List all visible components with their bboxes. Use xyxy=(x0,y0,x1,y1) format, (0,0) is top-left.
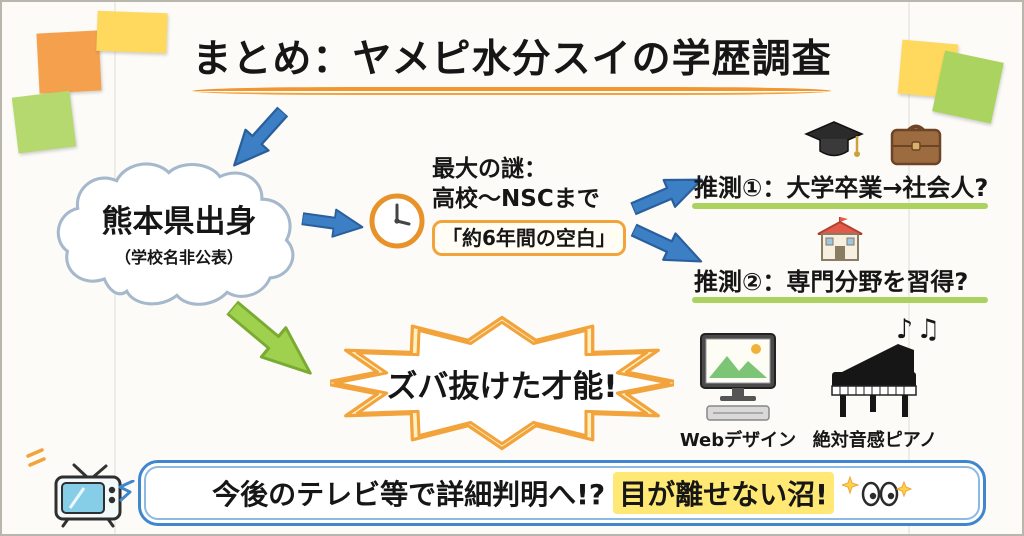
tv-icon xyxy=(48,462,128,528)
speculation-1: 推測①：大学卒業→社会人? xyxy=(694,174,989,202)
header: まとめ：ヤメピ水分スイの学歴調査 xyxy=(192,28,832,95)
sticky-note-yellow xyxy=(96,10,168,54)
cloud-shape-icon xyxy=(56,162,295,306)
footer-highlight: 目が離せない沼! xyxy=(613,472,834,514)
talent-burst: ズバ抜けた才能! xyxy=(330,308,674,458)
arrow-up-right-icon xyxy=(627,164,709,223)
music-notes-icon: ♪♫ xyxy=(896,314,944,345)
origin-text: 熊本県出身 （学校名非公表） xyxy=(56,166,302,298)
sticky-note-green xyxy=(932,50,1004,124)
sticky-note-orange xyxy=(36,30,102,94)
origin-line2: （学校名非公表） xyxy=(114,248,243,267)
speculation-2-underline xyxy=(692,297,988,303)
mystery-line1: 最大の謎： xyxy=(432,156,547,182)
emphasis-dashes-icon xyxy=(26,446,46,470)
starburst-icon xyxy=(330,315,674,451)
arrow-down-right-icon xyxy=(627,215,709,276)
origin-cloud: 熊本県出身 （学校名非公表） xyxy=(46,158,312,312)
speculation-1-underline xyxy=(692,203,988,209)
computer-icon xyxy=(692,332,784,426)
web-design-label: Webデザイン xyxy=(679,430,797,451)
speculation-2: 推測②：専門分野を習得? xyxy=(694,268,969,296)
talent-burst-text: ズバ抜けた才能! xyxy=(386,368,618,405)
school-icon xyxy=(814,216,866,262)
footer-banner: 今後のテレビ等で詳細判明へ!? 目が離せない沼! xyxy=(138,460,986,526)
perfect-pitch-piano-label: 絶対音感ピアノ xyxy=(812,430,938,451)
graduation-cap-icon xyxy=(802,118,866,166)
briefcase-icon xyxy=(888,120,944,168)
page-title: まとめ：ヤメピ水分スイの学歴調査 xyxy=(192,37,832,82)
clock-icon xyxy=(368,192,426,250)
mystery-line2: 高校〜NSCまで xyxy=(432,186,600,213)
mystery-gap-box: 「約6年間の空白」 xyxy=(432,219,626,257)
footer-text: 今後のテレビ等で詳細判明へ!? xyxy=(212,478,606,511)
piano-icon xyxy=(822,338,926,422)
panel-seam xyxy=(908,2,910,534)
sticky-note-green xyxy=(11,90,77,154)
arrow-green-down-right-icon xyxy=(219,291,326,390)
arrow-right-icon xyxy=(300,204,366,242)
zigzag-connector-icon xyxy=(116,479,136,502)
title-underline xyxy=(192,87,832,95)
eyes-sparkle-icon xyxy=(841,475,912,507)
arrow-down-left-icon xyxy=(221,100,296,178)
mystery-block: 最大の謎： 高校〜NSCまで 「約6年間の空白」 xyxy=(432,154,650,257)
origin-line1: 熊本県出身 xyxy=(101,204,257,240)
